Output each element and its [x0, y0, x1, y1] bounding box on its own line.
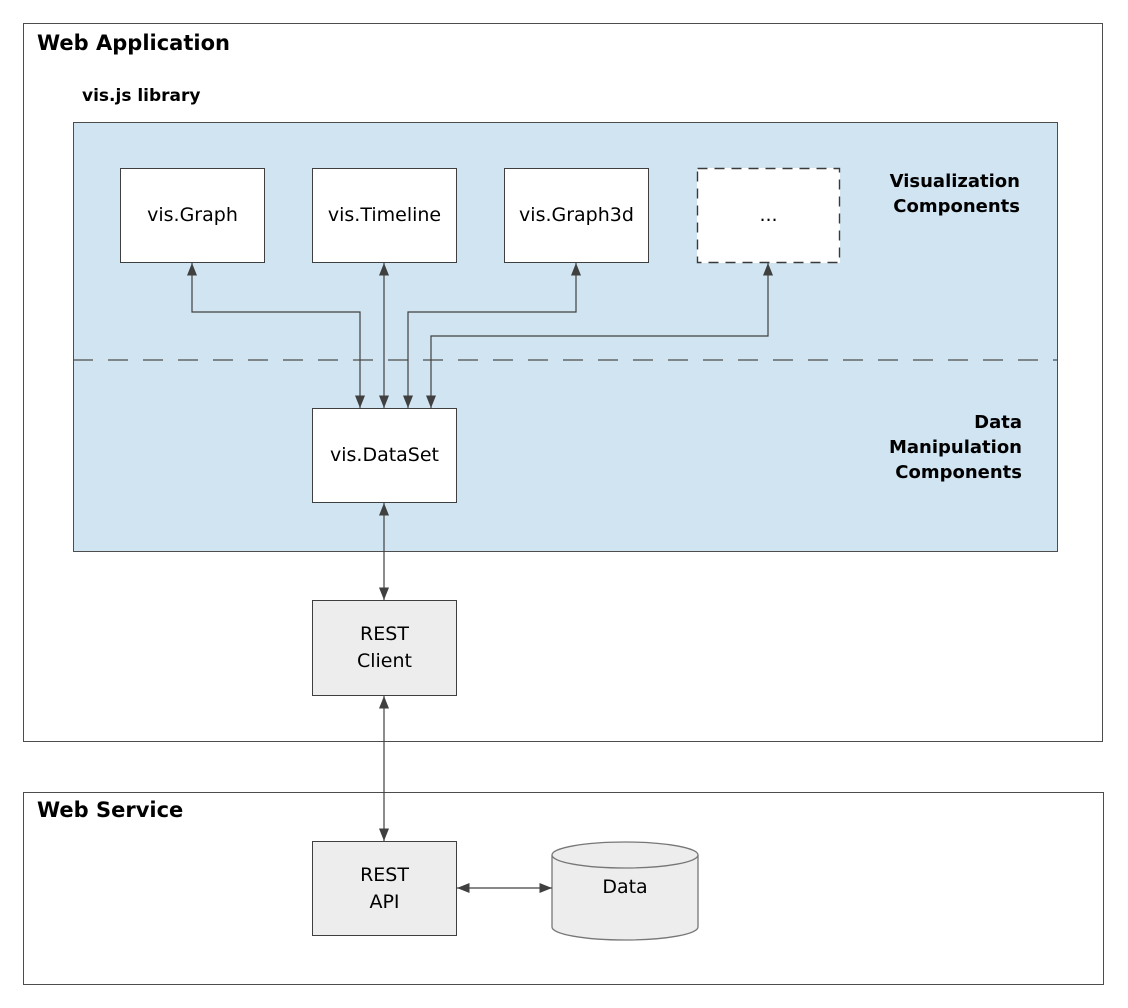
data-store-label: Data: [602, 876, 648, 898]
web-service-title: Web Service: [37, 798, 184, 822]
node-rest-client: REST Client: [312, 600, 457, 696]
node-vis-timeline: vis.Timeline: [312, 168, 457, 263]
node-vis-graph: vis.Graph: [120, 168, 265, 263]
web-application-container: [23, 23, 1103, 742]
node-vis-graph3d: vis.Graph3d: [504, 168, 649, 263]
web-application-title: Web Application: [37, 31, 230, 55]
visjs-library-title: vis.js library: [82, 86, 201, 106]
visualization-components-label: Visualization Components: [889, 171, 1020, 217]
node-rest-api: REST API: [312, 841, 457, 936]
data-manipulation-components-label: Data Manipulation Components: [888, 412, 1022, 483]
web-service-container: [23, 792, 1104, 985]
node-vis-dataset: vis.DataSet: [312, 408, 457, 503]
